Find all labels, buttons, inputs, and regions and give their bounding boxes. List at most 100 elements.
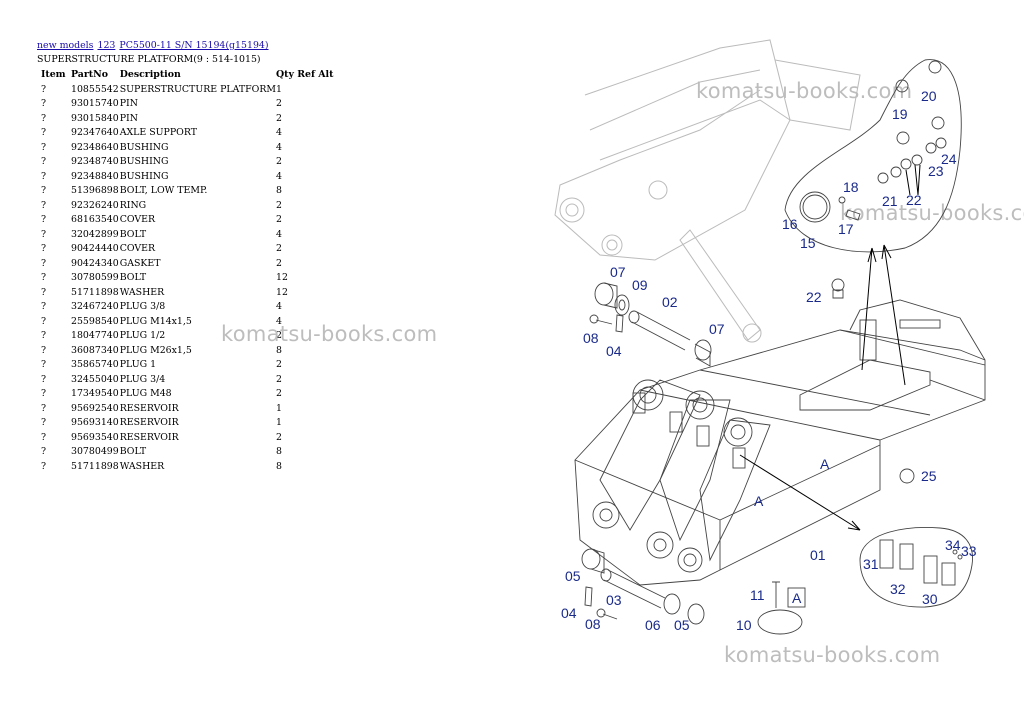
cell-description: COVER [119,214,156,225]
cell-qty: 2 [276,373,282,385]
cell-description: GASKET [119,257,161,269]
callout-22-detail: 22 [906,192,922,208]
cell-item: ? [41,359,47,370]
cell-description: RESERVOIR [119,402,179,414]
breadcrumb-link-new-models[interactable]: new models [37,40,94,51]
cell-item: ? [41,315,47,327]
leader-lines [739,164,921,531]
cell-qty: 2 [276,112,282,124]
cell-partno: 92348640 [71,141,119,153]
cell-partno: 10855542 [71,83,119,95]
cell-item: ? [41,243,47,254]
cell-partno: 68163540 [71,214,119,225]
callout-34: 34 [945,537,961,553]
cell-description: PIN [119,112,138,124]
callout-20: 20 [921,88,937,104]
cell-item: ? [41,402,47,414]
cell-description: BUSHING [119,141,169,153]
breadcrumb-link-model[interactable]: PC5500-11 S/N 15194(g15194) [119,40,269,51]
cell-item: ? [41,388,47,399]
watermark-middle: komatsu-books.com [221,322,438,346]
cell-item: ? [41,127,47,138]
callout-19: 19 [892,106,908,122]
cell-qty: 2 [276,98,282,109]
cell-partno: 92348740 [71,156,119,167]
cell-item: ? [41,112,47,124]
cell-partno: 95693540 [71,431,119,443]
callout-03: 03 [606,592,622,608]
cell-partno: 25598540 [71,315,119,327]
cell-qty: 4 [276,170,282,182]
cell-partno: 95692540 [71,402,119,414]
cell-qty: 8 [276,344,282,356]
cell-qty: 4 [276,228,282,240]
cell-qty: 2 [276,388,282,399]
callout-24: 24 [941,151,957,167]
cell-description: PLUG M14x1,5 [119,315,192,327]
callout-31: 31 [863,556,879,572]
cell-qty: 12 [276,286,288,298]
callout-30: 30 [922,591,938,607]
callout-32: 32 [890,581,906,597]
cell-qty: 8 [276,460,282,472]
cell-item: ? [41,228,47,240]
cell-partno: 32455040 [71,373,119,385]
cell-description: PLUG 3/8 [119,301,166,312]
cell-item: ? [41,170,47,182]
parts-table: Item PartNo Description Qty Ref Alt ?108… [37,68,333,474]
callout-25: 25 [921,468,937,484]
pin-assembly-upper [589,282,712,367]
cell-description: PLUG M26x1,5 [119,344,192,356]
cell-item: ? [41,431,47,443]
cell-partno: 30780599 [71,272,119,283]
cell-partno: 36087340 [71,344,119,356]
cell-item: ? [41,141,47,153]
callout-22-frame: 22 [806,289,822,305]
cell-partno: 95693140 [71,417,119,428]
cell-partno: 51711898 [71,286,119,298]
cell-qty: 1 [276,83,282,95]
callout-04-upper: 04 [606,343,622,359]
cell-item: ? [41,185,47,196]
cell-qty: 12 [276,272,288,283]
cell-description: BOLT, LOW TEMP. [119,185,208,196]
platform-frame-drawing [574,299,986,586]
cell-partno: 32467240 [71,301,119,312]
cell-item: ? [41,373,47,385]
cell-partno: 90424440 [71,243,119,254]
callout-05-right: 05 [674,617,690,633]
cell-partno: 92347640 [71,127,119,138]
cell-description: SUPERSTRUCTURE PLATFORM [119,83,276,95]
callout-07-upper: 07 [610,264,626,280]
callout-04-lower: 04 [561,605,577,621]
cell-item: ? [41,214,47,225]
cell-item: ? [41,301,47,312]
callout-15: 15 [800,235,816,251]
cell-partno: 18047740 [71,330,119,341]
cell-item: ? [41,199,47,211]
cell-qty: 2 [276,359,282,370]
cell-description: WASHER [119,460,165,472]
cell-item: ? [41,286,47,298]
breadcrumb-link-123[interactable]: 123 [97,40,116,51]
cell-description: RESERVOIR [119,417,179,428]
cell-partno: 30780499 [71,446,119,457]
faded-boom-outline [554,39,861,343]
exploded-parts-diagram: 07 09 02 07 08 04 20 19 24 23 21 22 18 1… [554,39,986,635]
cell-qty: 4 [276,315,282,327]
